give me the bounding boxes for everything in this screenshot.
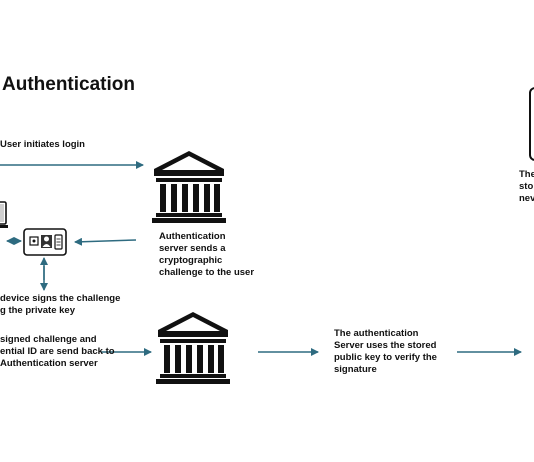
laptop-icon	[0, 201, 8, 228]
id-card-icon	[23, 228, 67, 256]
label-line: Server uses the stored	[334, 340, 437, 351]
label-line: The	[519, 169, 534, 180]
label-signed-challenge-sent: signed challenge and ential ID are send …	[0, 334, 140, 370]
label-server-sends-challenge: Authentication server sends a cryptograp…	[159, 231, 289, 279]
label-line: challenge to the user	[159, 267, 255, 278]
label-line: public key to verify the	[334, 352, 437, 363]
label-line: signed challenge and	[0, 334, 97, 345]
label-line: ential ID are send back to	[0, 346, 115, 357]
arrow-server-to-device	[74, 237, 137, 246]
bank-building-icon-2	[156, 312, 230, 384]
diagram-title: Authentication	[2, 74, 135, 95]
label-line: nev	[519, 193, 534, 204]
label-device-signs: device signs the challenge g the private…	[0, 293, 140, 317]
label-server-verifies: The authentication Server uses the store…	[334, 328, 459, 376]
phone-icon	[529, 87, 534, 161]
label-line: device signs the challenge	[0, 293, 121, 304]
label-line: g the private key	[0, 305, 75, 316]
label-line: sto	[519, 181, 534, 192]
label-line: server sends a	[159, 243, 226, 254]
label-line: The authentication	[334, 328, 419, 339]
label-user-initiates-login: User initiates login	[0, 139, 85, 150]
label-right-cutoff: The sto nev	[519, 169, 534, 205]
label-line: signature	[334, 364, 377, 375]
label-line: Authentication server	[0, 358, 98, 369]
label-line: cryptographic	[159, 255, 223, 266]
label-line: Authentication	[159, 231, 226, 242]
bank-building-icon	[152, 151, 226, 223]
